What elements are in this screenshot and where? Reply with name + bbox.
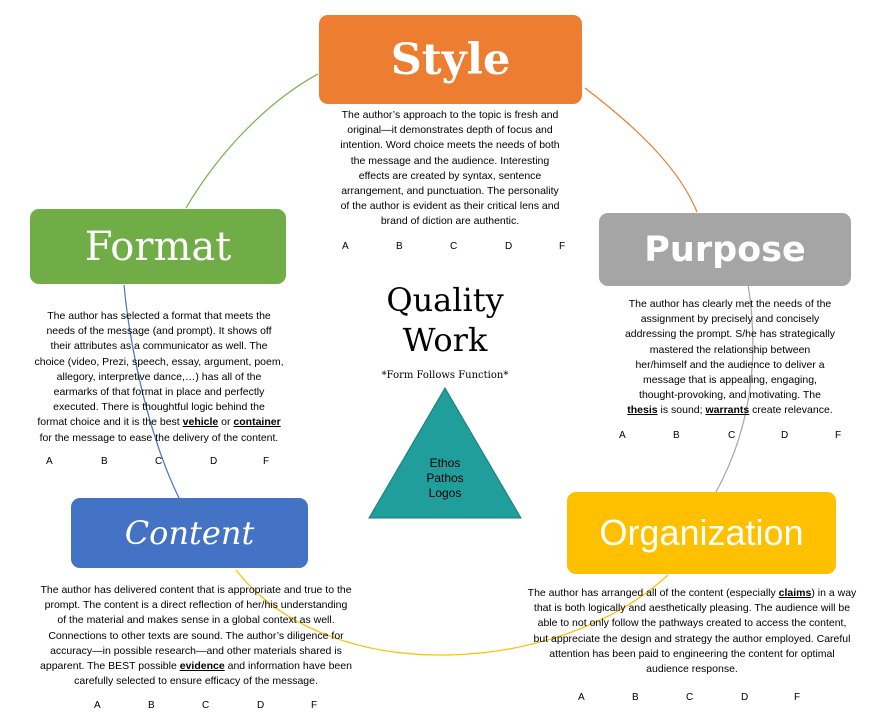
grade-a[interactable]: A [619, 430, 626, 441]
style-grade-scale: A B C D F [340, 241, 580, 255]
grade-d[interactable]: D [505, 241, 513, 252]
content-label: Content [124, 514, 255, 552]
grade-c[interactable]: C [155, 456, 163, 467]
title-line-quality: Quality [386, 281, 504, 319]
rhetoric-triangle [368, 387, 522, 519]
pathos-label: Pathos [426, 471, 464, 485]
grade-b[interactable]: B [148, 700, 155, 711]
content-grade-scale: A B C D F [92, 700, 332, 714]
grade-f[interactable]: F [311, 700, 318, 711]
arc-organization-to-content [235, 569, 669, 656]
grade-a[interactable]: A [342, 241, 349, 252]
organization-grade-scale: A B C D F [576, 692, 816, 706]
content-description: The author has delivered content that is… [40, 584, 352, 688]
grade-d[interactable]: D [781, 430, 789, 441]
arc-style-to-purpose [584, 87, 698, 213]
grade-d[interactable]: D [210, 456, 218, 467]
center-subtitle: *Form Follows Function* [381, 370, 509, 381]
grade-b[interactable]: B [396, 241, 403, 252]
format-grade-scale: A B C D F [44, 456, 284, 470]
style-label: Style [390, 34, 511, 85]
grade-a[interactable]: A [46, 456, 53, 467]
purpose-box: Purpose [599, 213, 851, 286]
ethos-label: Ethos [429, 456, 461, 470]
organization-description: The author has arranged all of the conte… [527, 587, 857, 676]
grade-b[interactable]: B [101, 456, 108, 467]
purpose-grade-scale: A B C D F [617, 430, 857, 444]
grade-d[interactable]: D [257, 700, 265, 711]
format-box: Format [30, 209, 286, 284]
arc-content-to-format [123, 284, 181, 501]
organization-box: Organization [567, 492, 836, 574]
style-description: The author’s approach to the topic is fr… [340, 109, 560, 228]
grade-f[interactable]: F [263, 456, 270, 467]
content-box: Content [71, 498, 308, 568]
grade-f[interactable]: F [794, 692, 801, 703]
format-label: Format [84, 223, 232, 270]
grade-c[interactable]: C [202, 700, 210, 711]
logos-label: Logos [428, 486, 462, 500]
center-title: Quality Work [345, 280, 545, 360]
title-line-work: Work [402, 321, 488, 359]
grade-a[interactable]: A [578, 692, 585, 703]
purpose-label: Purpose [644, 229, 806, 270]
grade-b[interactable]: B [632, 692, 639, 703]
grade-d[interactable]: D [741, 692, 749, 703]
format-description: The author has selected a format that me… [34, 310, 284, 444]
grade-f[interactable]: F [835, 430, 842, 441]
arc-format-to-style [185, 73, 319, 209]
purpose-description: The author has clearly met the needs of … [624, 298, 836, 417]
grade-f[interactable]: F [559, 241, 566, 252]
grade-c[interactable]: C [450, 241, 458, 252]
organization-label: Organization [599, 512, 804, 553]
grade-c[interactable]: C [686, 692, 694, 703]
triangle-text: Ethos Pathos Logos [395, 456, 495, 501]
grade-c[interactable]: C [728, 430, 736, 441]
arc-purpose-to-organization [715, 283, 754, 493]
grade-a[interactable]: A [94, 700, 101, 711]
style-box: Style [319, 15, 582, 104]
grade-b[interactable]: B [673, 430, 680, 441]
